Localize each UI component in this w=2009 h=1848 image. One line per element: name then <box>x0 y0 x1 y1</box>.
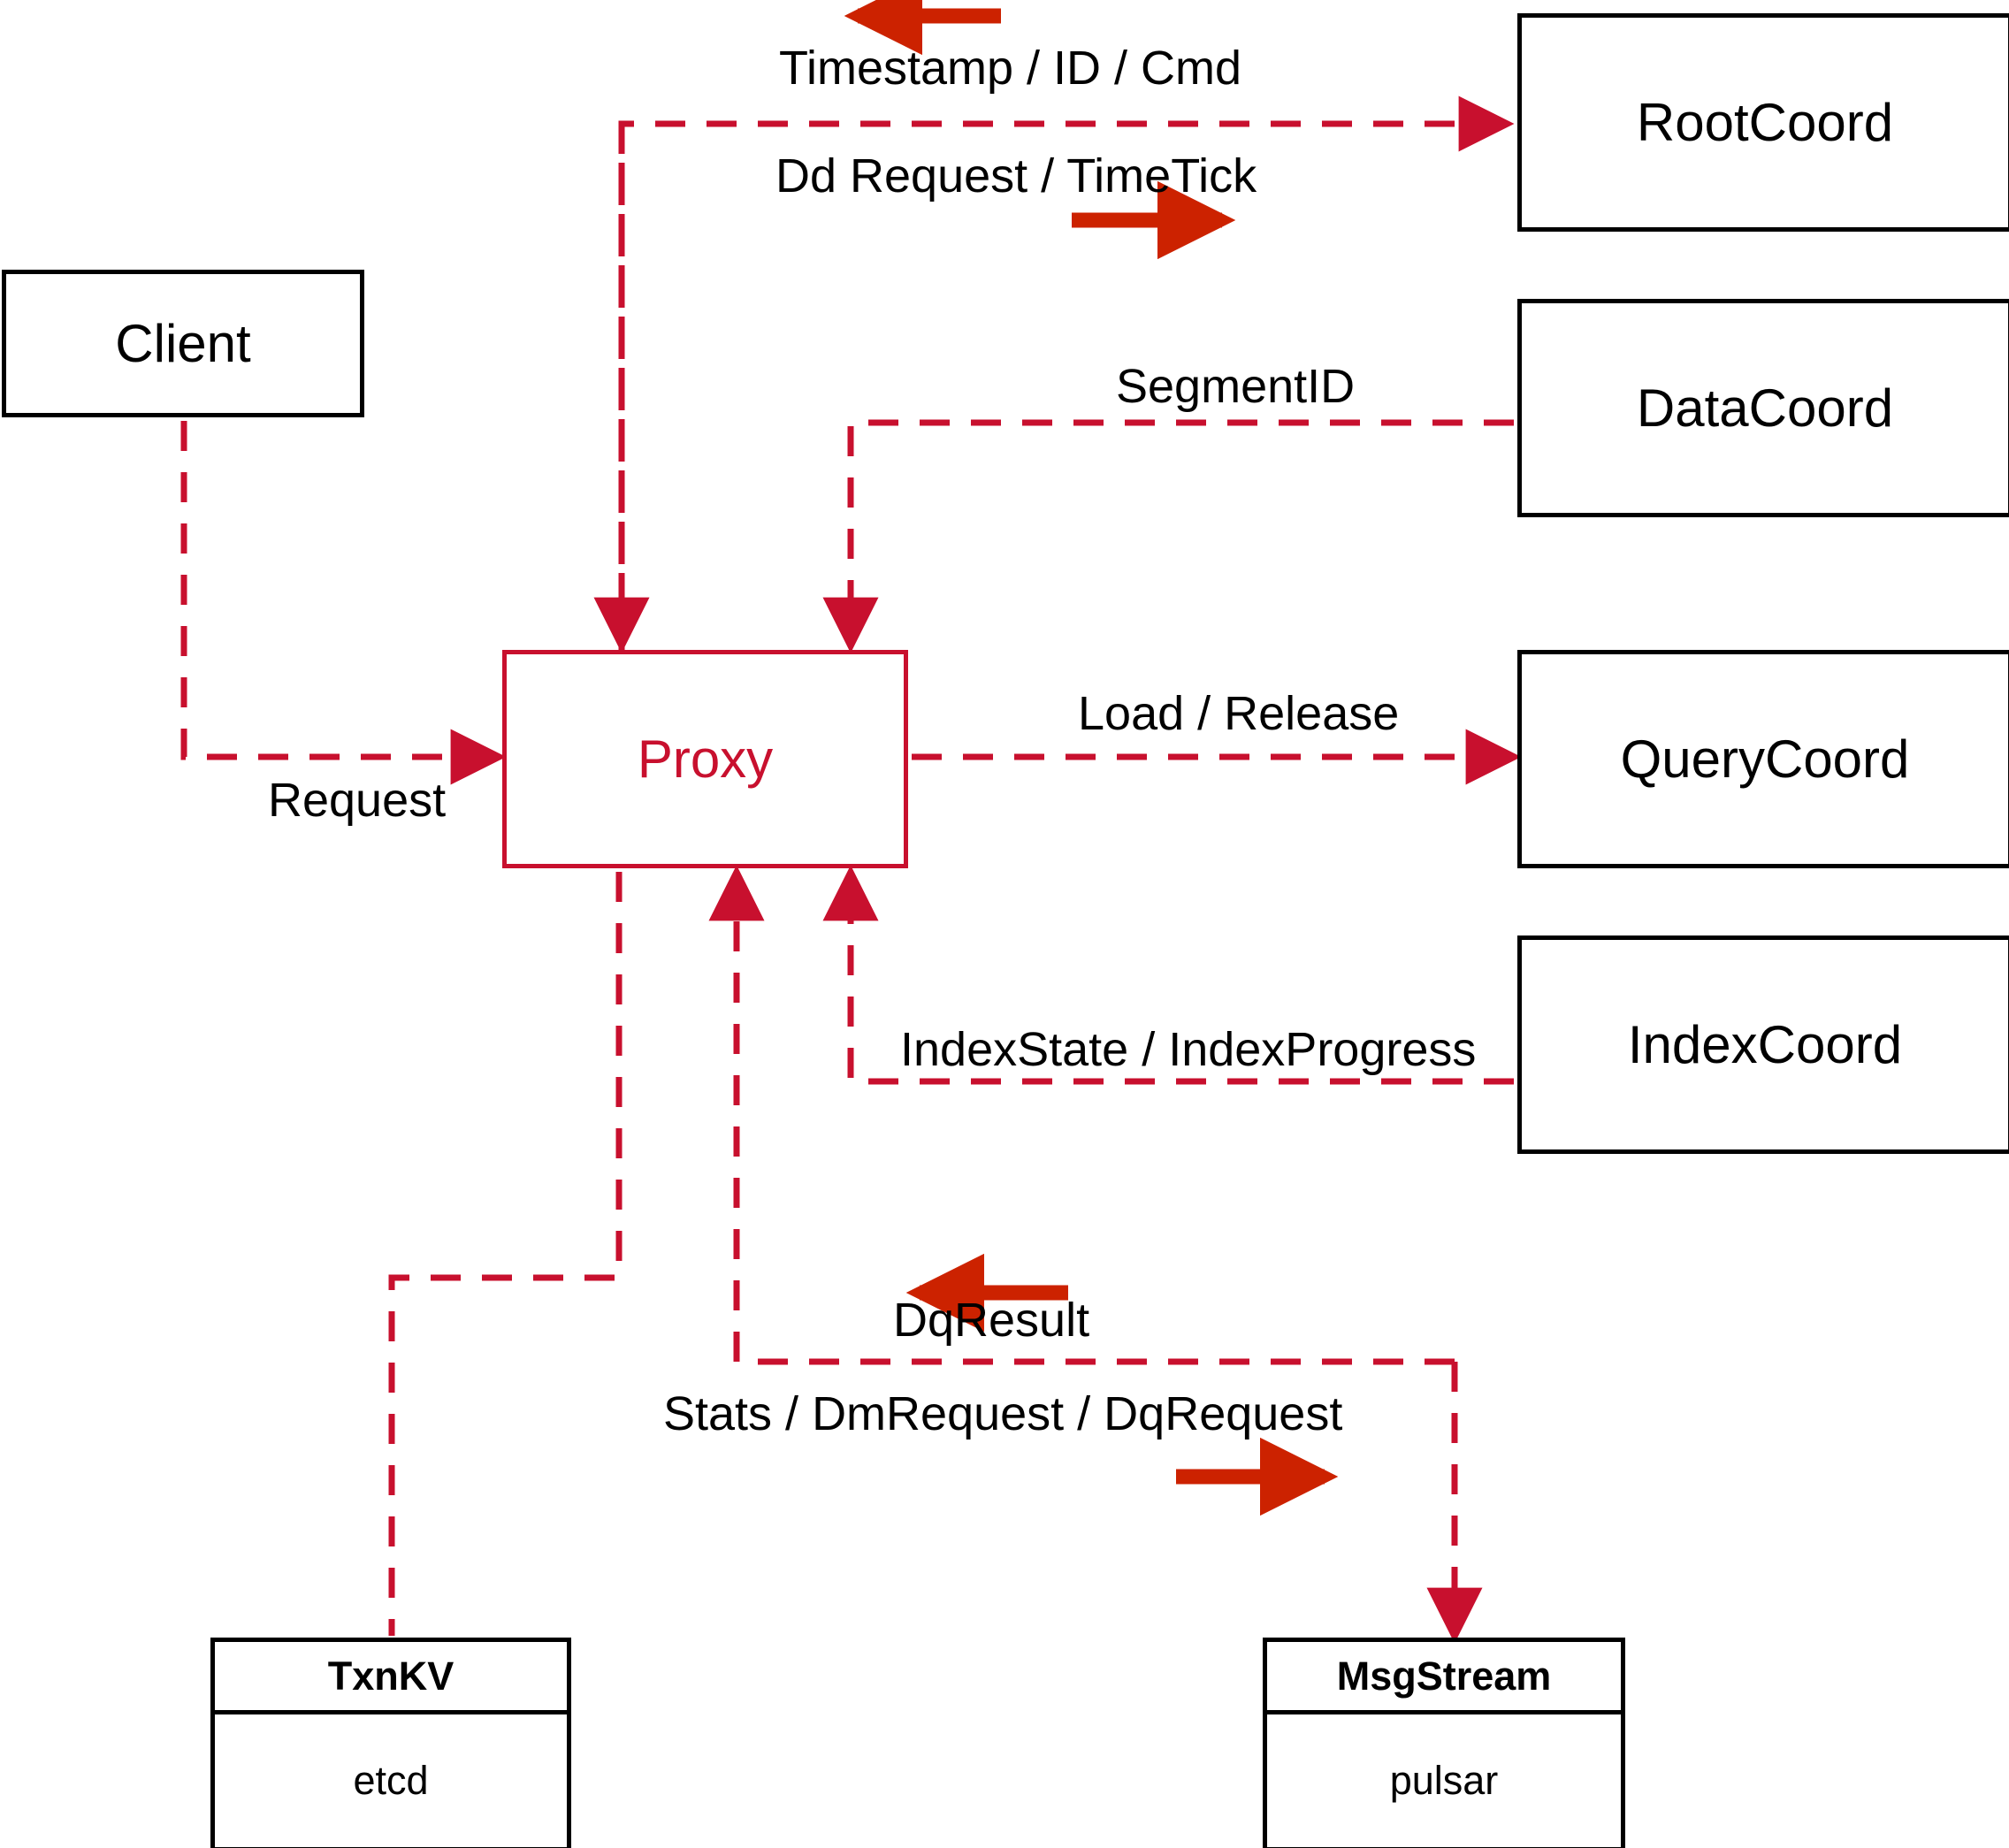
edge-label-request: Request <box>268 774 447 827</box>
edge-label-segment-id: SegmentID <box>1116 360 1356 413</box>
edge-proxy-to-txnkv <box>388 872 623 1636</box>
node-rootcoord-label: RootCoord <box>1636 92 1894 152</box>
node-proxy[interactable]: Proxy <box>502 650 908 868</box>
node-msgstream-header: MsgStream <box>1267 1642 1621 1714</box>
node-datacoord[interactable]: DataCoord <box>1517 299 2009 517</box>
node-querycoord-label: QueryCoord <box>1620 729 1910 789</box>
edge-label-index-state-progress: IndexState / IndexProgress <box>900 1023 1477 1076</box>
node-txnkv-header: TxnKV <box>215 1642 567 1714</box>
node-client[interactable]: Client <box>2 270 364 417</box>
edge-label-dd-request-timetick: Dd Request / TimeTick <box>775 149 1257 202</box>
node-msgstream-body: pulsar <box>1389 1758 1499 1803</box>
edge-proxy-to-rootcoord <box>618 95 1515 654</box>
node-txnkv-body: etcd <box>353 1758 429 1803</box>
edge-datacoord-to-proxy <box>822 419 1514 653</box>
node-indexcoord[interactable]: IndexCoord <box>1517 935 2009 1154</box>
edge-msgstream-to-proxy <box>708 865 1455 1365</box>
edge-label-timestamp-id-cmd: Timestamp / ID / Cmd <box>779 42 1242 95</box>
edge-label-dq-result: DqResult <box>893 1294 1090 1347</box>
node-msgstream[interactable]: MsgStream pulsar <box>1263 1638 1625 1848</box>
node-datacoord-label: DataCoord <box>1636 378 1894 438</box>
node-txnkv[interactable]: TxnKV etcd <box>210 1638 571 1848</box>
edge-client-to-proxy <box>180 421 507 785</box>
node-client-label: Client <box>115 313 251 373</box>
node-proxy-label: Proxy <box>637 729 774 789</box>
node-indexcoord-label: IndexCoord <box>1627 1014 1903 1074</box>
node-rootcoord[interactable]: RootCoord <box>1517 13 2009 232</box>
edge-label-load-release: Load / Release <box>1078 687 1400 740</box>
node-querycoord[interactable]: QueryCoord <box>1517 650 2009 868</box>
edge-indexcoord-to-proxy <box>822 865 1514 1085</box>
edge-label-stats-dm-dq-request: Stats / DmRequest / DqRequest <box>663 1387 1343 1440</box>
